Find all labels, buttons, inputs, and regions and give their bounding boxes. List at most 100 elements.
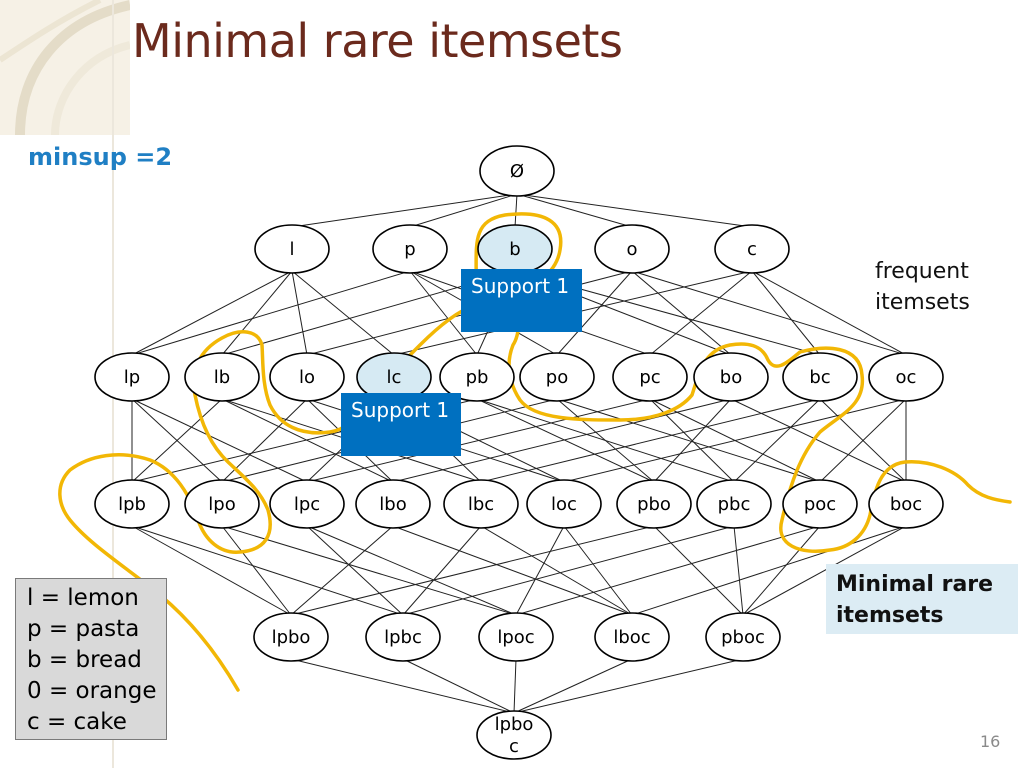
itemset-node: lpbc — [365, 612, 441, 662]
node-ellipse — [269, 479, 345, 529]
node-label: lboc — [613, 627, 650, 648]
lattice-edges — [131, 193, 907, 714]
node-ellipse — [372, 224, 448, 274]
itemset-node: boc — [868, 479, 944, 529]
node-ellipse — [94, 479, 170, 529]
node-label: lo — [299, 367, 315, 388]
itemset-node: l — [254, 224, 330, 274]
node-ellipse — [693, 352, 769, 402]
minsup-label: minsup =2 — [28, 143, 173, 171]
node-label: p — [404, 239, 415, 260]
lattice-edge — [556, 270, 633, 356]
lattice-edge — [131, 525, 404, 616]
node-label: pboc — [721, 627, 765, 648]
node-ellipse — [519, 352, 595, 402]
lattice-edge — [306, 525, 517, 616]
itemset-node: lb — [184, 352, 260, 402]
page-number: 16 — [980, 732, 1001, 751]
lattice-edge — [402, 525, 482, 616]
lattice-edge — [290, 525, 655, 616]
node-ellipse — [443, 479, 519, 529]
lattice-edge — [480, 398, 821, 483]
lattice-edge — [631, 270, 907, 356]
node-label: lpbc — [384, 627, 422, 648]
node-ellipse — [253, 612, 329, 662]
itemset-node: pb — [439, 352, 515, 402]
lattice-edge — [631, 525, 907, 616]
support-box: Support 1 — [341, 393, 461, 456]
node-ellipse — [439, 352, 515, 402]
lattice-edge — [476, 398, 655, 483]
node-ellipse — [616, 479, 692, 529]
legend-item: l = lemon — [27, 585, 139, 611]
itemset-node: loc — [526, 479, 602, 529]
node-label: lpc — [294, 494, 320, 515]
legend-box: l = lemon p = pasta b = bread 0 = orange… — [15, 578, 167, 740]
itemset-node: lpc — [269, 479, 345, 529]
itemset-node: lboc — [594, 612, 670, 662]
node-label: Ø — [510, 161, 524, 182]
lattice-edge — [515, 525, 565, 616]
slide-title: Minimal rare itemsets — [132, 14, 623, 68]
itemset-node: Ø — [479, 145, 555, 197]
itemset-node: lbo — [355, 479, 431, 529]
itemset-node: lp — [94, 352, 170, 402]
lattice-edge — [131, 270, 293, 356]
itemset-node: o — [594, 224, 670, 274]
node-label: po — [546, 367, 568, 388]
itemset-node: b — [477, 224, 553, 274]
node-ellipse — [612, 352, 688, 402]
lattice-edge — [221, 525, 292, 616]
node-label: loc — [551, 494, 577, 515]
lattice-edge — [306, 525, 404, 616]
node-label: lc — [387, 367, 402, 388]
node-label: pc — [639, 367, 660, 388]
lattice-edge — [513, 658, 744, 714]
lattice-edge — [515, 525, 821, 616]
lattice-edge — [392, 398, 732, 483]
itemset-node: oc — [868, 352, 944, 402]
node-ellipse — [782, 479, 858, 529]
node-ellipse — [184, 479, 260, 529]
corner-decoration — [0, 0, 130, 135]
lattice-edge — [516, 193, 633, 228]
node-ellipse — [782, 352, 858, 402]
node-label: lb — [214, 367, 230, 388]
lattice-edge — [291, 270, 308, 356]
lattice-edge — [290, 658, 515, 714]
itemset-node: lpoc — [478, 612, 554, 662]
node-ellipse — [94, 352, 170, 402]
node-ellipse — [594, 224, 670, 274]
lattice-edge — [290, 525, 394, 616]
frequent-itemsets-label: frequent itemsets — [875, 259, 970, 315]
lattice-edge — [563, 525, 633, 616]
itemset-node: pbo — [616, 479, 692, 529]
node-label: bc — [809, 367, 830, 388]
lattice-edge — [306, 398, 651, 483]
node-ellipse — [526, 479, 602, 529]
lattice-edge — [819, 398, 907, 483]
itemset-node: p — [372, 224, 448, 274]
lattice-edge — [751, 270, 907, 356]
node-label: pbc — [718, 494, 751, 515]
node-label: c — [509, 736, 519, 757]
itemset-node: bc — [782, 352, 858, 402]
lattice-edge — [751, 270, 821, 356]
lattice-edge — [742, 525, 821, 616]
itemset-node: lpbo — [253, 612, 329, 662]
node-label: lpo — [208, 494, 235, 515]
node-ellipse — [254, 224, 330, 274]
node-ellipse — [478, 612, 554, 662]
node-label: lbo — [379, 494, 406, 515]
itemset-node: po — [519, 352, 595, 402]
node-ellipse — [479, 145, 555, 197]
lattice-edge — [480, 525, 633, 616]
lattice-edge — [291, 193, 518, 228]
lattice-edge — [556, 398, 821, 483]
node-ellipse — [868, 352, 944, 402]
lattice-edge — [733, 398, 821, 483]
node-label: pbo — [637, 494, 671, 515]
lattice-edge — [392, 525, 633, 616]
